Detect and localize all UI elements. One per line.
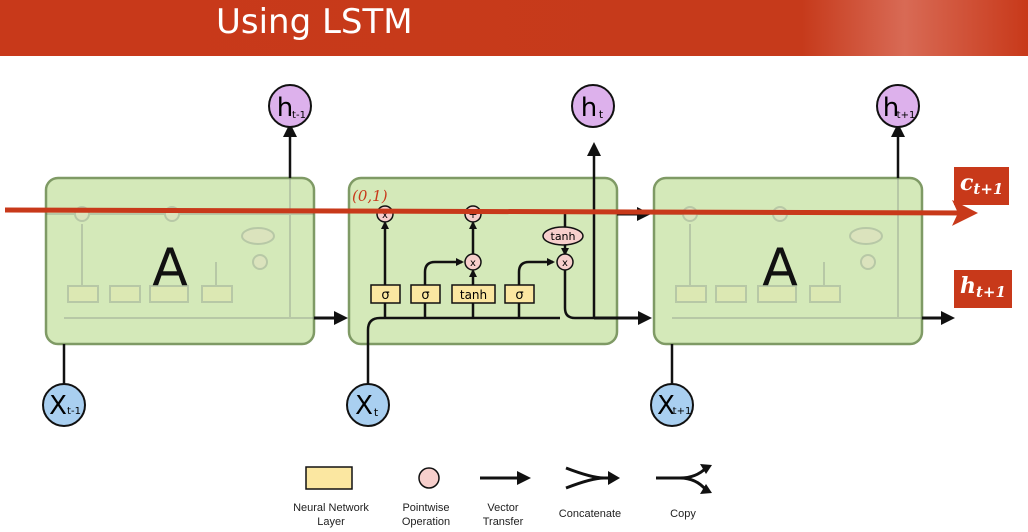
svg-text:t: t [374,406,379,419]
svg-text:tanh: tanh [551,230,576,243]
cell-state-tag: ct+1 [954,167,1010,205]
svg-text:x: x [382,210,388,221]
pointwise-tanh: tanh [542,226,584,246]
svg-text:t+1: t+1 [673,406,692,417]
svg-text:tanh: tanh [460,288,487,302]
output-node-current: h t [571,84,615,128]
pointwise-multiply-forget: x [376,205,394,223]
pointwise-multiply-output: x [556,253,574,271]
svg-text:h: h [581,93,597,123]
svg-text:x: x [470,258,476,269]
svg-text:x: x [562,258,568,269]
svg-text:X: X [657,391,675,421]
hidden-state-tag: ht+1 [954,270,1012,308]
input-node-prev: X t-1 [42,383,86,427]
slide-header: Using LSTM [0,0,1028,56]
lstm-cell-current: σ σ tanh σ x + x x [314,142,652,385]
svg-text:t-1: t-1 [292,110,306,121]
cell-label-next: A [762,238,798,298]
svg-text:σ: σ [515,288,523,303]
svg-text:σ: σ [381,288,389,303]
lstm-cell-prev: A [44,176,316,346]
svg-text:+: + [468,208,477,221]
neural-layer-tanh: tanh [451,284,496,304]
neural-layer-sigma-2: σ [410,284,441,304]
cell-label-prev: A [152,238,188,298]
output-node-prev: h t-1 [268,84,312,128]
pointwise-operation-icon [418,467,440,489]
svg-text:σ: σ [421,288,429,303]
neural-layer-sigma-3: σ [504,284,535,304]
legend-label-copy: Copy [670,508,696,520]
pointwise-multiply-input: x [464,253,482,271]
svg-text:t-1: t-1 [67,406,81,417]
svg-text:h: h [277,93,293,123]
svg-text:X: X [355,391,373,421]
neural-layer-sigma-1: σ [370,284,401,304]
cell-state-red-arrow [4,199,978,226]
input-node-next: X t+1 [650,383,694,427]
slide-title: Using LSTM [216,2,413,42]
concatenate-icon [565,466,620,490]
copy-icon [656,464,712,494]
input-node-current: X t [346,383,390,427]
legend-label-concatenate: Concatenate [558,508,622,520]
svg-text:X: X [49,391,67,421]
svg-text:h: h [883,93,899,123]
neural-network-layer-icon [305,466,353,490]
handwritten-annotation: (0,1) [352,187,388,205]
pointwise-add: + [464,205,482,223]
svg-text:t+1: t+1 [897,110,916,121]
svg-text:t: t [599,108,604,121]
output-node-next: h t+1 [876,84,920,128]
lstm-cell-next: A [652,176,924,346]
